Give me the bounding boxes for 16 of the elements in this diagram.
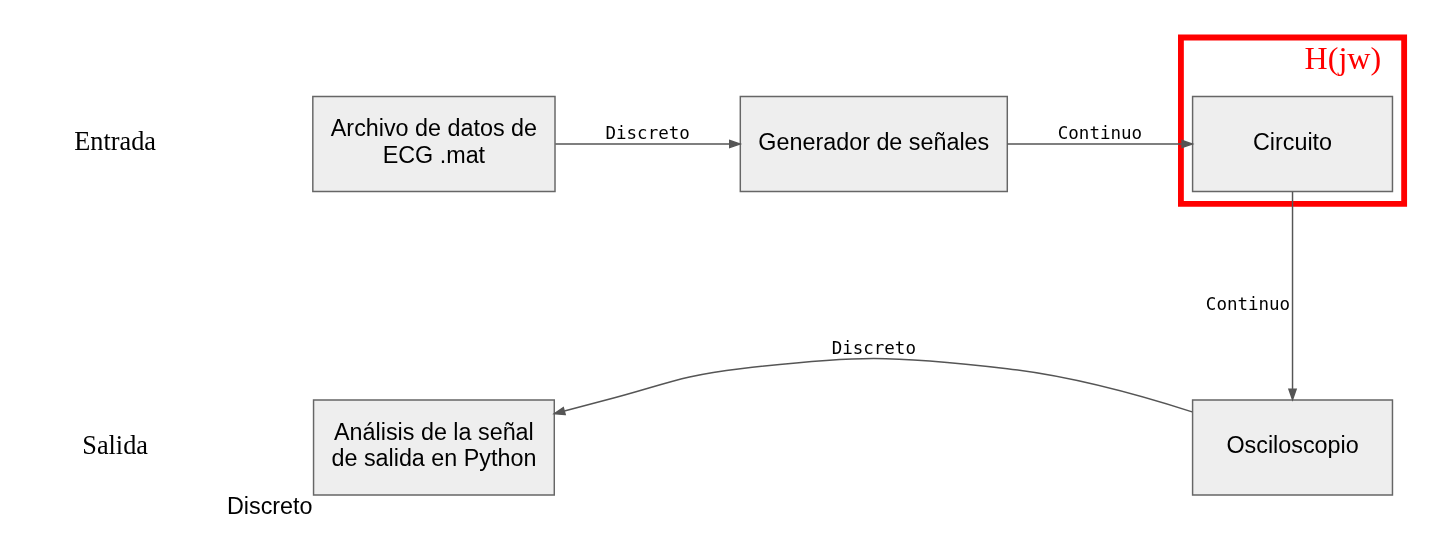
node-box: Circuito	[1191, 95, 1394, 193]
label: Entrada	[74, 127, 156, 157]
edge-label: Discreto	[831, 337, 916, 358]
arrow	[552, 357, 1193, 416]
arrow	[1287, 191, 1298, 402]
edge-label: Continuo	[1205, 293, 1291, 314]
arrow	[554, 139, 743, 149]
arrow	[1006, 139, 1195, 149]
label: Salida	[82, 430, 148, 460]
edge-label: Discreto	[605, 123, 690, 144]
node-box: Generador de señales	[739, 95, 1009, 193]
node-box: Osciloscopio	[1191, 399, 1394, 496]
node-box: Archivo de datos de ECG .mat	[312, 95, 556, 193]
node-box: Análisis de la señal de salida en Python	[312, 399, 555, 496]
edge-label: Continuo	[1057, 123, 1143, 144]
node-label: Discreto	[227, 492, 313, 519]
